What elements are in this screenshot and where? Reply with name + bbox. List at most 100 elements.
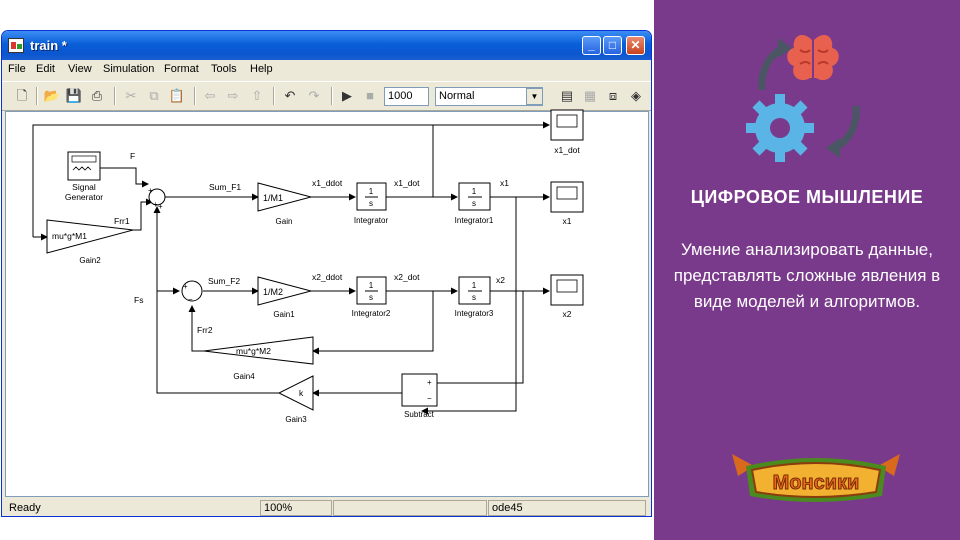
signal-line [100, 167, 149, 188]
title-bar[interactable]: train * _ □ ✕ [2, 31, 651, 60]
scope-x1-label: x1 [563, 216, 572, 226]
sum-block-1 [148, 188, 166, 206]
save-icon[interactable]: 💾 [65, 88, 83, 103]
forward-arrow-icon[interactable]: ⇨ [227, 88, 239, 103]
subtract-label: Subtract [404, 410, 435, 419]
build-icon[interactable]: ▤ [560, 88, 574, 103]
brain-icon [787, 34, 839, 81]
signal-label-x2-dot: x2_dot [394, 272, 420, 282]
sum-block-2 [181, 280, 203, 302]
signal-label-sum-f1: Sum_F1 [209, 182, 241, 192]
redo-icon[interactable]: ↷ [308, 88, 320, 103]
signal-label-frr2: Frr2 [197, 325, 213, 335]
gain2-label: Gain2 [79, 256, 101, 265]
gain4-label: Gain4 [233, 372, 255, 381]
integrator-numerator: 1 [369, 187, 374, 196]
integrator-label: Integrator [354, 216, 389, 225]
subtract-block [401, 373, 438, 407]
gain2-block [46, 219, 134, 254]
maximize-button[interactable]: □ [603, 36, 622, 55]
svg-text:−: − [427, 394, 432, 403]
integrator2-block [356, 276, 387, 305]
info-panel: ЦИФРОВОЕ МЫШЛЕНИЕ Умение анализировать д… [654, 0, 960, 540]
signal-label-fs: Fs [134, 295, 143, 305]
integrator3-numerator: 1 [472, 281, 477, 290]
back-arrow-icon[interactable]: ⇦ [204, 88, 216, 103]
new-file-icon[interactable]: 🗋 [16, 88, 28, 103]
up-arrow-icon[interactable]: ⇧ [251, 88, 263, 103]
cut-icon[interactable]: ✂ [125, 88, 137, 103]
gain2-value: mu*g*M1 [52, 231, 87, 241]
chevron-down-icon[interactable]: ▼ [526, 88, 543, 105]
minimize-button[interactable]: _ [582, 36, 601, 55]
gain4-block [203, 336, 314, 365]
toolbar-separator [194, 87, 196, 105]
toolbar-separator [114, 87, 116, 105]
start-simulation-icon[interactable]: ▶ [342, 88, 352, 103]
menu-view[interactable]: View [68, 63, 92, 75]
update-diagram-icon[interactable]: ▦ [583, 88, 597, 103]
svg-text:+: + [153, 200, 158, 209]
svg-text:−: − [188, 295, 193, 304]
integrator-denominator: s [369, 199, 373, 208]
model-browser-icon[interactable]: ⧈ [608, 88, 618, 103]
status-bar: Ready 100% ode45 [2, 499, 651, 516]
signal-line [312, 291, 434, 355]
menu-file[interactable]: File [8, 63, 26, 75]
gain-block [257, 182, 313, 212]
integrator-block [356, 182, 387, 211]
scope-x1-block [550, 181, 584, 213]
close-button[interactable]: ✕ [626, 36, 645, 55]
panel-title: ЦИФРОВОЕ МЫШЛЕНИЕ [690, 187, 924, 207]
window-title: train * [30, 38, 67, 53]
signal-label-x1: x1 [500, 178, 509, 188]
svg-text:+: + [158, 202, 163, 211]
signal-line [428, 291, 524, 387]
scope-x1-dot-label: x1_dot [554, 145, 580, 155]
gain1-block [257, 276, 313, 306]
gain3-value: k [299, 388, 304, 398]
gain1-value: 1/M2 [263, 287, 283, 297]
undo-icon[interactable]: ↶ [284, 88, 296, 103]
integrator2-denominator: s [369, 293, 373, 302]
menu-tools[interactable]: Tools [211, 63, 237, 75]
logo-text: Монсики [773, 472, 860, 494]
gain1-label: Gain1 [273, 310, 295, 319]
toolbar: 🗋 📂 💾 ⎙ ✂ ⧉ 📋 ⇦ ⇨ ⇧ ↶ ↷ ▶ ■ 1000 Normal … [2, 81, 651, 111]
gear-icon [746, 94, 814, 162]
menu-edit[interactable]: Edit [36, 63, 55, 75]
scope-x1-dot-block [550, 109, 584, 141]
menu-simulation[interactable]: Simulation [103, 63, 155, 75]
gain3-block [277, 375, 314, 411]
paste-icon[interactable]: 📋 [168, 88, 186, 103]
library-browser-icon[interactable]: ◈ [631, 88, 641, 103]
simulink-app-icon [8, 38, 24, 53]
signal-label-x1-dot: x1_dot [394, 178, 420, 188]
print-icon[interactable]: ⎙ [91, 88, 103, 103]
zoom-level: 100% [260, 500, 332, 516]
signal-line [188, 305, 204, 352]
signal-line [133, 198, 153, 231]
toolbar-separator [273, 87, 275, 105]
stop-time-input[interactable]: 1000 [384, 87, 429, 106]
gain3-label: Gain3 [285, 415, 307, 424]
signal-line [32, 124, 433, 237]
copy-icon[interactable]: ⧉ [149, 88, 159, 103]
panel-description: Умение анализировать данные, представлят… [673, 240, 941, 311]
integrator2-numerator: 1 [369, 281, 374, 290]
signal-label-frr1: Frr1 [114, 216, 130, 226]
stop-simulation-icon[interactable]: ■ [366, 88, 374, 103]
menu-format[interactable]: Format [164, 63, 199, 75]
signal-generator-block [67, 151, 101, 181]
signal-label-x2: x2 [496, 275, 505, 285]
svg-text:+: + [148, 186, 153, 195]
scope-x2-block [550, 274, 584, 306]
open-folder-icon[interactable]: 📂 [43, 88, 61, 103]
integrator2-label: Integrator2 [352, 309, 391, 318]
menu-help[interactable]: Help [250, 63, 273, 75]
signal-line [153, 206, 279, 394]
integrator3-denominator: s [472, 293, 476, 302]
